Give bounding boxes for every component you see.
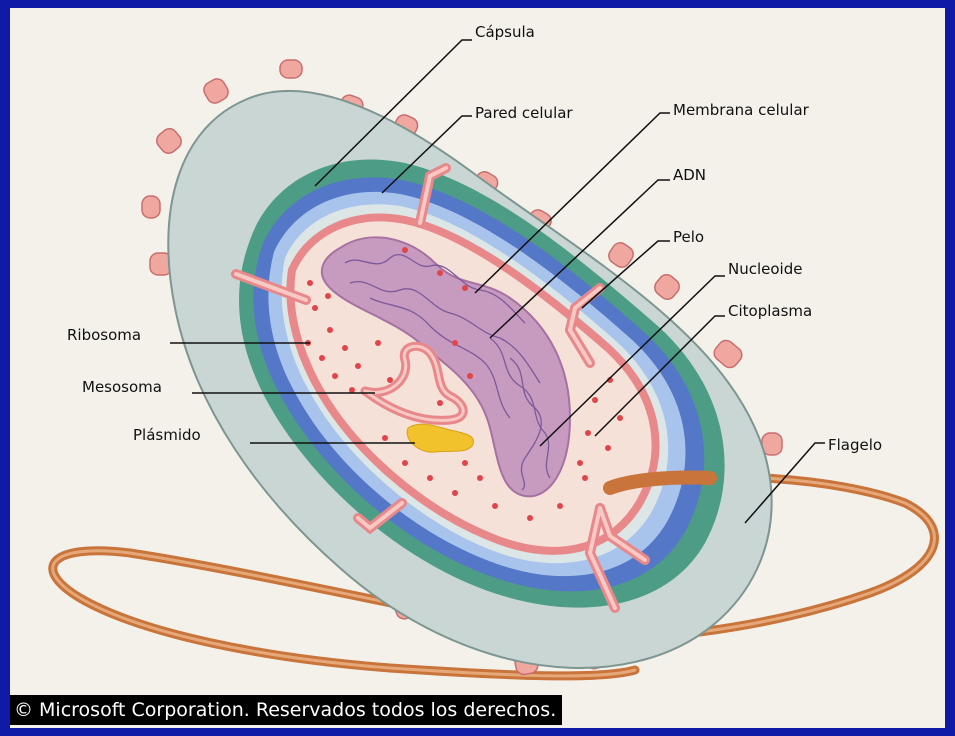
label-flagelo: Flagelo bbox=[828, 436, 882, 454]
ribosome bbox=[437, 400, 443, 406]
ribosome bbox=[332, 373, 338, 379]
ribosome bbox=[605, 445, 611, 451]
ribosome bbox=[582, 475, 588, 481]
label-capsula: Cápsula bbox=[475, 23, 535, 41]
ribosome bbox=[492, 503, 498, 509]
label-plasmido: Plásmido bbox=[133, 426, 201, 444]
label-ribosoma: Ribosoma bbox=[67, 326, 141, 344]
label-mesosoma: Mesosoma bbox=[82, 378, 162, 396]
ribosome bbox=[617, 415, 623, 421]
ribosome bbox=[402, 247, 408, 253]
pilus bbox=[280, 60, 302, 78]
copyright-notice: © Microsoft Corporation. Reservados todo… bbox=[10, 695, 562, 725]
label-nucleoide: Nucleoide bbox=[728, 260, 802, 278]
ribosome bbox=[592, 397, 598, 403]
ribosome bbox=[307, 280, 313, 286]
ribosome bbox=[462, 285, 468, 291]
ribosome bbox=[462, 460, 468, 466]
ribosome bbox=[375, 340, 381, 346]
ribosome bbox=[402, 460, 408, 466]
ribosome bbox=[557, 503, 563, 509]
ribosome bbox=[477, 475, 483, 481]
ribosome bbox=[312, 305, 318, 311]
pilus bbox=[142, 196, 160, 218]
ribosome bbox=[327, 327, 333, 333]
pilus bbox=[652, 272, 683, 303]
ribosome bbox=[382, 435, 388, 441]
ribosome bbox=[437, 270, 443, 276]
pilus bbox=[762, 433, 782, 455]
diagram-frame: Cápsula Pared celular Membrana celular A… bbox=[10, 8, 945, 728]
pilus bbox=[606, 240, 637, 271]
label-pared-celular: Pared celular bbox=[475, 104, 573, 122]
ribosome bbox=[427, 475, 433, 481]
label-adn: ADN bbox=[673, 166, 706, 184]
ribosome bbox=[387, 377, 393, 383]
ribosome bbox=[527, 515, 533, 521]
ribosome bbox=[452, 340, 458, 346]
ribosome bbox=[319, 355, 325, 361]
ribosome bbox=[342, 345, 348, 351]
pilus bbox=[201, 76, 231, 106]
pilus bbox=[154, 126, 185, 157]
bacterium-diagram: Cápsula Pared celular Membrana celular A… bbox=[10, 8, 945, 728]
ribosome bbox=[325, 293, 331, 299]
ribosome bbox=[577, 460, 583, 466]
ribosome bbox=[355, 363, 361, 369]
label-citoplasma: Citoplasma bbox=[728, 302, 812, 320]
ribosome bbox=[349, 387, 355, 393]
label-membrana-celular: Membrana celular bbox=[673, 101, 810, 119]
ribosome bbox=[452, 490, 458, 496]
ribosome bbox=[585, 430, 591, 436]
label-pelo: Pelo bbox=[673, 228, 704, 246]
ribosome bbox=[467, 373, 473, 379]
